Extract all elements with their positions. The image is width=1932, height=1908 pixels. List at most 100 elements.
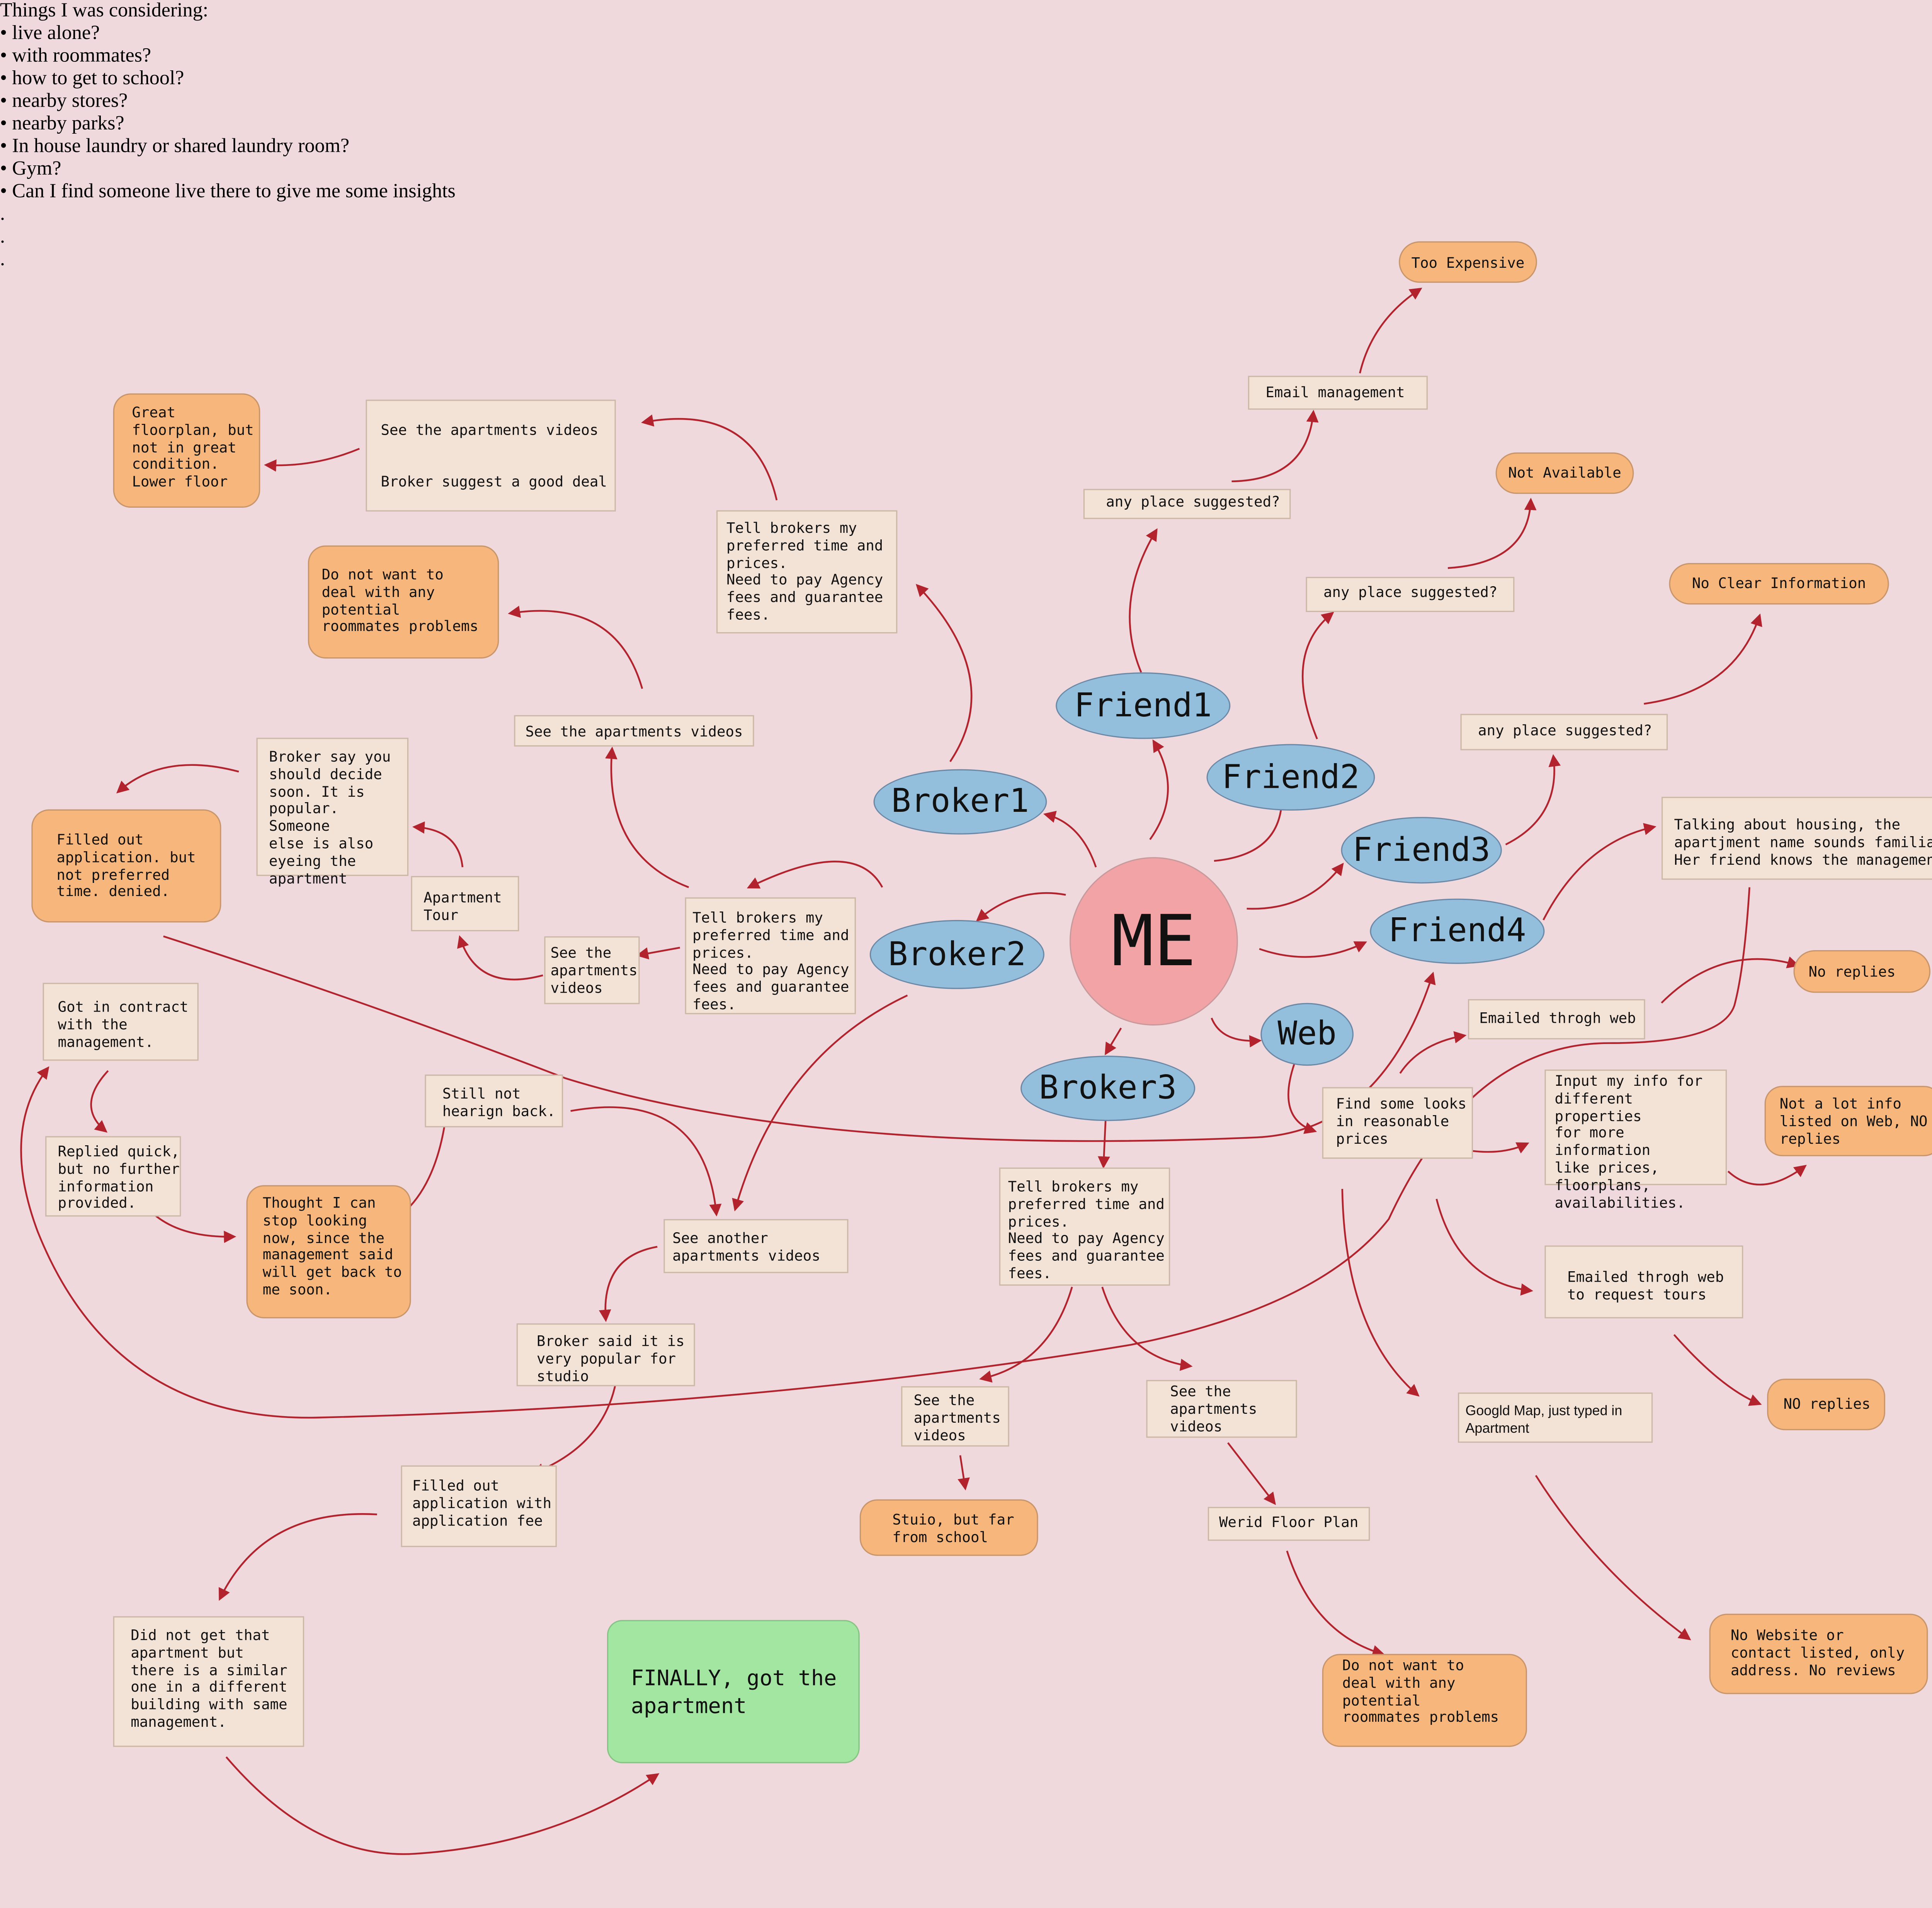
consideration-item: • In house laundry or shared laundry roo… (0, 136, 350, 157)
find-some-looks-note: Find some looks in reasonable prices (1322, 1087, 1473, 1159)
friend4-talking-note: Talking about housing, the apartjment na… (1661, 797, 1932, 880)
studio-far-outcome: Stuio, but far from school (859, 1499, 1038, 1556)
broker-said-popular-note: Broker said it is very popular for studi… (516, 1323, 695, 1386)
consideration-item: • nearby stores? (0, 90, 128, 112)
google-map-note: Googld Map, just typed in Apartment (1458, 1392, 1653, 1443)
broker3-tell-brokers-note: Tell brokers my preferred time and price… (999, 1167, 1170, 1286)
broker2-node: Broker2 (869, 920, 1044, 989)
not-a-lot-info-outcome: Not a lot info listed on Web, NO replies (1764, 1086, 1932, 1156)
broker1-node: Broker1 (873, 769, 1047, 835)
arrow-input-notalot (1727, 1165, 1807, 1186)
friend1-query-note: any place suggested? (1083, 489, 1291, 519)
arrow-weird-noroommates (1286, 1551, 1385, 1657)
arrow-videosleft-studio (957, 1455, 970, 1491)
arrow-email-tooexpensive (1359, 287, 1422, 374)
arrow-me-friend3 (1247, 862, 1344, 910)
consideration-item: • with roommates? (0, 45, 151, 67)
arrow-talking-gotcontract (20, 887, 1750, 1419)
arrow-popular-filled (532, 1382, 617, 1475)
arrow-contract-replied (90, 1070, 109, 1133)
consideration-item: . (0, 203, 5, 225)
considerations-list: Things I was considering: • live alone? … (0, 0, 1932, 272)
broker3-no-roommates-outcome: Do not want to deal with any potential r… (1322, 1654, 1527, 1747)
replied-quick-note: Replied quick, but no further informatio… (45, 1136, 181, 1217)
emailed-web-note: Emailed throgh web (1468, 999, 1645, 1039)
broker1-tell-brokers-note: Tell brokers my preferred time and price… (716, 510, 898, 634)
arrow-b3tell-videosleft (979, 1287, 1073, 1383)
broker3-videos-right-note: See the apartments videos (1146, 1380, 1297, 1438)
arrow-web-find (1287, 1063, 1317, 1134)
consideration-item: . (0, 249, 5, 270)
friend2-query-note: any place suggested? (1306, 576, 1515, 612)
did-not-get-note: Did not get that apartment but there is … (113, 1616, 304, 1747)
arrow-f1query-email (1231, 410, 1319, 483)
filled-application-fee-note: Filled out application with application … (401, 1465, 557, 1547)
arrow-me-friend2 (1214, 794, 1288, 862)
broker2-decide-soon-note: Broker say you should decide soon. It is… (256, 738, 409, 887)
broker2-tell-brokers-note: Tell brokers my preferred time and price… (685, 897, 856, 1014)
no-replies-outcome-1: No replies (1793, 950, 1930, 993)
broker3-node: Broker3 (1020, 1056, 1196, 1121)
not-available-outcome: Not Available (1495, 452, 1634, 494)
consideration-item: • Gym? (0, 158, 61, 180)
arrow-me-broker3 (1105, 1027, 1122, 1056)
arrow-b2tell-smallvideos (636, 947, 680, 960)
arrow-map-nowebsite (1535, 1475, 1691, 1641)
broker3-videos-left-note: See the apartments videos (901, 1386, 1009, 1447)
arrow-friend1-query (1129, 528, 1158, 673)
arrow-seeanother-popular (599, 1246, 658, 1322)
arrow-friend4-talking (1543, 823, 1656, 920)
arrow-me-friend4 (1259, 941, 1367, 958)
me-node: ME (1069, 857, 1238, 1026)
great-floorplan-outcome: Great floorplan, but not in great condit… (113, 393, 260, 508)
email-management-note: Email management (1248, 376, 1428, 410)
friend3-query-note: any place suggested? (1460, 714, 1668, 750)
broker2-see-videos-note: See the apartments videos (514, 715, 754, 747)
too-expensive-outcome: Too Expensive (1399, 241, 1537, 283)
no-website-outcome: No Website or contact listed, only addre… (1709, 1614, 1928, 1694)
friend3-node: Friend3 (1341, 817, 1502, 884)
arrow-emailed-noreplies (1661, 956, 1800, 1004)
no-clear-information-outcome: No Clear Information (1669, 563, 1889, 605)
arrow-b2videos-noroommates (508, 605, 643, 689)
friend1-node: Friend1 (1056, 672, 1231, 739)
consideration-item: . (0, 226, 5, 248)
broker1-videos-deal-note: See the apartments videos Broker suggest… (366, 400, 616, 512)
broker2-no-roommates-outcome: Do not want to deal with any potential r… (308, 545, 499, 659)
arrow-didnot-finally (225, 1756, 660, 1855)
friend2-node: Friend2 (1206, 744, 1375, 811)
emailed-tours-note: Emailed throgh web to request tours (1544, 1245, 1743, 1318)
arrow-friend2-query (1301, 612, 1334, 740)
thought-stop-outcome: Thought I can stop looking now, since th… (246, 1185, 411, 1318)
input-info-note: Input my info for different properties f… (1544, 1069, 1727, 1211)
consideration-item: • how to get to school? (0, 68, 184, 89)
arrow-f2query-notavailable (1447, 498, 1537, 569)
finally-got-apartment-outcome: FINALLY, got the apartment (607, 1620, 860, 1763)
arrow-b3tell-videosright (1101, 1286, 1193, 1371)
see-another-videos-note: See another apartments videos (663, 1219, 849, 1273)
arrow-tours-noreplies (1673, 1334, 1762, 1406)
consideration-item: • live alone? (0, 22, 100, 44)
no-replies-outcome-2: NO replies (1767, 1379, 1885, 1430)
arrow-smallvideos-tour (457, 935, 543, 981)
weird-floor-plan-note: Werid Floor Plan (1208, 1507, 1370, 1541)
filled-denied-outcome: Filled out application. but not preferre… (31, 809, 221, 923)
broker2-small-videos-note: See the apartments videos (544, 936, 640, 1004)
got-contract-note: Got in contract with the management. (43, 983, 199, 1061)
arrow-broker2-tell (747, 860, 883, 889)
arrow-filled-didnot (219, 1513, 377, 1601)
arrow-find-googlemap (1341, 1189, 1420, 1397)
arrow-broker1-tell (916, 584, 973, 762)
arrow-me-broker2 (976, 892, 1066, 922)
web-node: Web (1260, 1003, 1354, 1066)
arrow-videosright-weird (1227, 1442, 1276, 1505)
arrow-tour-decide (412, 821, 464, 867)
arrow-friend3-query (1505, 754, 1561, 845)
arrow-find-emailedtours (1435, 1199, 1533, 1296)
arrow-me-friend1 (1149, 739, 1169, 840)
arrow-b1videos-greatfloor (264, 448, 360, 472)
considerations-heading: Things I was considering: (0, 0, 209, 22)
arrow-b1tell-videos (641, 414, 778, 501)
arrow-me-web (1211, 1017, 1262, 1048)
